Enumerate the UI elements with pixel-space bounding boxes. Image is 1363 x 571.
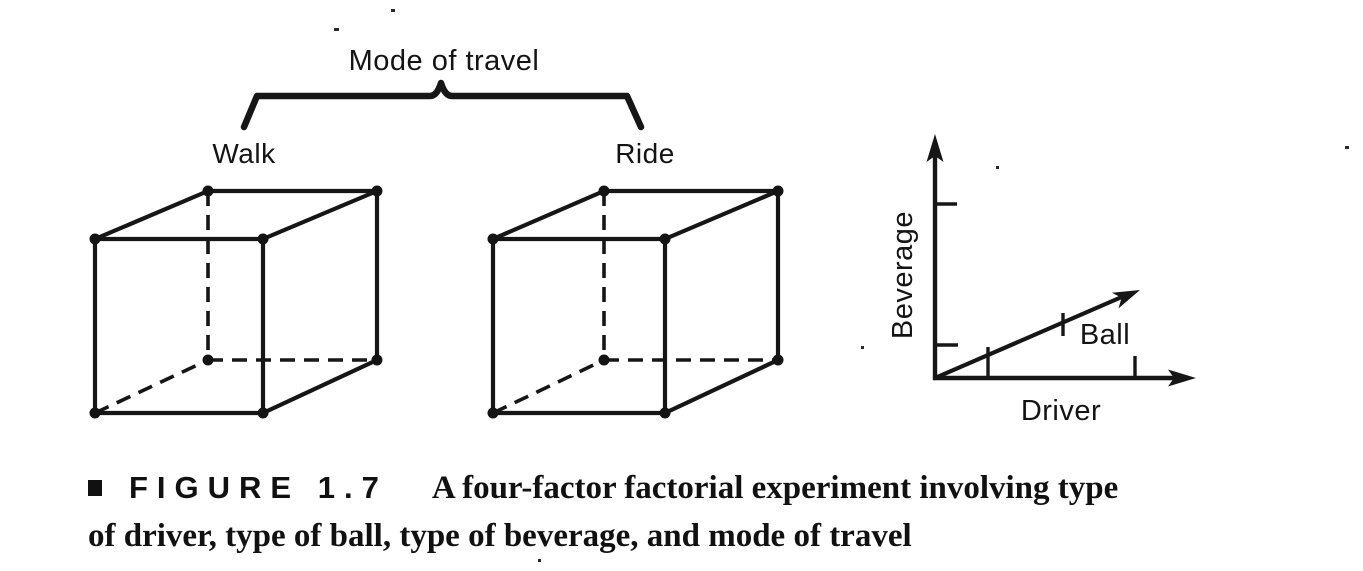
walk-cube-vertex-dots — [89, 185, 383, 419]
mode-of-travel-brace — [240, 79, 645, 131]
figure-number: FIGURE 1.7 — [129, 470, 388, 505]
driver-axis — [933, 347, 1196, 387]
figure-caption: FIGURE 1.7 A four-factor factorial exper… — [88, 468, 1308, 556]
driver-axis-label: Driver — [1020, 394, 1102, 427]
mode-of-travel-label: Mode of travel — [348, 44, 540, 77]
axis-sketch — [926, 134, 1196, 387]
ride-cube-vertex-dots — [487, 185, 784, 419]
beverage-axis — [926, 134, 958, 380]
ride-cube — [487, 185, 784, 419]
ride-cube-hidden-edges — [492, 191, 778, 415]
walk-cube-label: Walk — [212, 138, 276, 169]
beverage-axis-arrowhead — [926, 134, 944, 162]
caption-bullet-square-icon — [88, 480, 102, 496]
caption-text-line1: A four-factor factorial experiment invol… — [431, 470, 1119, 506]
caption-text-line2: of driver, type of ball, type of beverag… — [88, 518, 912, 554]
figure-caption-line1: FIGURE 1.7 A four-factor factorial exper… — [88, 468, 1308, 508]
walk-cube-hidden-edges — [94, 191, 377, 415]
driver-axis-arrowhead — [1168, 369, 1196, 387]
walk-cube — [89, 185, 383, 419]
ball-axis — [934, 290, 1140, 380]
beverage-axis-label: Beverage — [886, 210, 919, 340]
ball-axis-arrowhead — [1111, 290, 1140, 309]
scan-specks — [334, 9, 1349, 562]
ride-cube-label: Ride — [615, 138, 675, 169]
walk-cube-solid-edges — [92, 188, 380, 416]
ball-axis-label: Ball — [1079, 318, 1131, 351]
ride-cube-solid-edges — [490, 188, 781, 416]
